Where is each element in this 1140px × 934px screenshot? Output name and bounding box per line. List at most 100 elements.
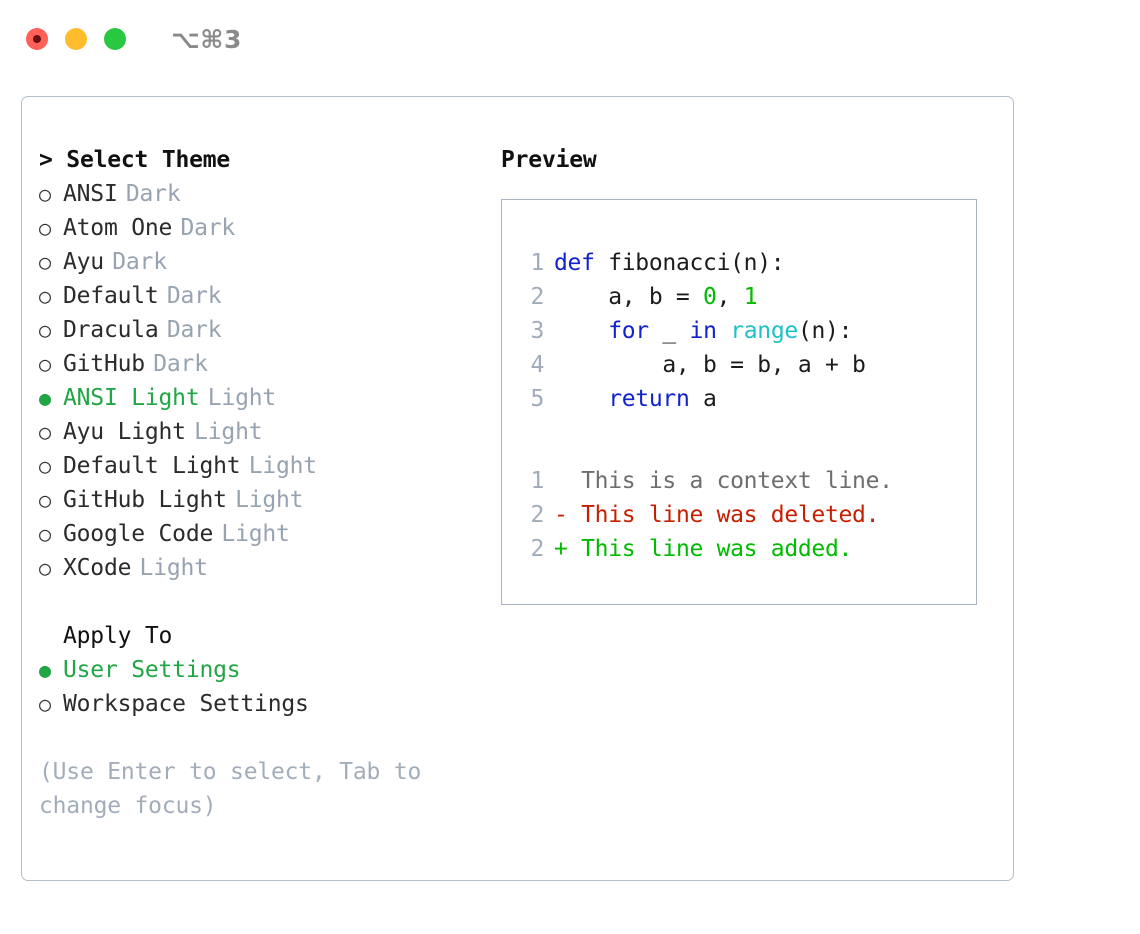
code-token-plain: _ [648,318,690,344]
code-line-text: def fibonacci(n): [554,246,785,280]
select-theme-header: > Select Theme [39,147,231,173]
radio-unselected-icon: ○ [39,522,51,546]
code-token-kw: for [608,318,649,344]
theme-variant-badge: Light [248,453,317,479]
theme-variant-badge: Dark [166,317,222,343]
line-number: 1 [530,468,544,494]
theme-variant-badge: Dark [125,181,181,207]
theme-option-label: Ayu [63,249,104,275]
line-number: 4 [530,352,544,378]
line-number: 2 [530,536,544,562]
theme-option-atom-one[interactable]: ○ Atom One Dark [39,211,487,245]
theme-variant-badge: Dark [112,249,167,275]
radio-unselected-icon: ○ [39,454,51,478]
minimize-button[interactable] [65,28,87,50]
radio-unselected-icon: ○ [39,250,51,274]
code-token-plain: (n): [797,318,853,344]
radio-unselected-icon: ○ [39,284,51,308]
code-token-plain [554,386,608,412]
theme-variant-badge: Light [235,487,304,513]
line-number: 3 [530,318,544,344]
line-number: 5 [530,386,544,412]
diff-text: This line was added. [567,536,853,562]
keyboard-hint-text: (Use Enter to select, Tab to change focu… [39,759,422,819]
code-token-plain: a, b = b, a + b [554,352,866,378]
theme-option-label: GitHub Light [63,487,227,513]
theme-variant-badge: Light [194,419,263,445]
diff-sign: - [554,502,568,528]
theme-variant-badge: Dark [180,215,236,241]
diff-line-del: 2 - This line was deleted. [520,498,976,532]
code-token-kw: return [608,386,690,412]
keyboard-shortcut-label: ⌥⌘3 [171,24,242,54]
code-token-plain [717,318,731,344]
code-line-text: return a [554,382,717,416]
code-token-plain: fibonacci(n): [594,250,785,276]
theme-option-dracula[interactable]: ○ Dracula Dark [39,313,487,347]
window-controls [26,28,126,50]
diff-line-ctx: 1 This is a context line. [520,464,976,498]
code-token-plain [554,318,608,344]
theme-option-ansi-light[interactable]: ● ANSI Light Light [39,381,487,415]
code-line: 4 a, b = b, a + b [520,348,976,382]
theme-option-ansi[interactable]: ○ ANSI Dark [39,177,487,211]
theme-option-label: Google Code [63,521,214,547]
theme-option-label: Default [63,283,159,309]
close-button[interactable] [26,28,48,50]
radio-unselected-icon: ○ [39,182,51,206]
diff-sample: 1 This is a context line.2- This line wa… [520,464,976,566]
theme-variant-badge: Light [207,385,277,411]
line-number: 2 [530,284,544,310]
code-token-num: 1 [743,284,758,310]
radio-unselected-icon: ○ [39,216,51,240]
diff-line-text: This is a context line. [554,464,893,498]
apply-to-option-user-settings[interactable]: ● User Settings [39,653,487,687]
diff-line-text: - This line was deleted. [554,498,879,532]
code-token-plain: a, b = [554,284,704,310]
apply-to-list: ● User Settings ○ Workspace Settings [39,653,487,721]
code-token-fn: range [730,318,798,344]
theme-option-label: Dracula [63,317,159,343]
radio-selected-icon: ● [39,658,51,682]
theme-option-ayu[interactable]: ○ Ayu Dark [39,245,487,279]
theme-option-github-light[interactable]: ○ GitHub Light Light [39,483,487,517]
title-bar: ⌥⌘3 [0,0,1140,78]
code-token-kw: in [689,318,717,344]
theme-variant-badge: Light [139,555,208,581]
theme-option-label: Default Light [63,453,241,479]
maximize-button[interactable] [104,28,126,50]
line-number: 1 [530,250,544,276]
radio-unselected-icon: ○ [39,318,51,342]
apply-to-option-workspace-settings[interactable]: ○ Workspace Settings [39,687,487,721]
apply-to-option-label: User Settings [63,657,241,683]
theme-option-label: ANSI Light [63,385,200,411]
code-token-kw: def [554,250,595,276]
diff-line-text: + This line was added. [554,532,852,566]
code-line: 2 a, b = 0, 1 [520,280,976,314]
code-token-num: 0 [703,284,717,310]
apply-to-header: Apply To [63,623,173,649]
line-number: 2 [530,502,544,528]
radio-unselected-icon: ○ [39,352,51,376]
theme-option-default-light[interactable]: ○ Default Light Light [39,449,487,483]
apply-to-option-label: Workspace Settings [63,691,309,717]
radio-selected-icon: ● [39,386,51,410]
code-line-text: a, b = 0, 1 [554,280,757,314]
code-line-text: a, b = b, a + b [554,348,866,382]
radio-unselected-icon: ○ [39,692,51,716]
theme-option-label: Atom One [63,215,173,241]
radio-unselected-icon: ○ [39,488,51,512]
theme-option-label: ANSI [63,181,118,207]
preview-header: Preview [501,147,597,173]
